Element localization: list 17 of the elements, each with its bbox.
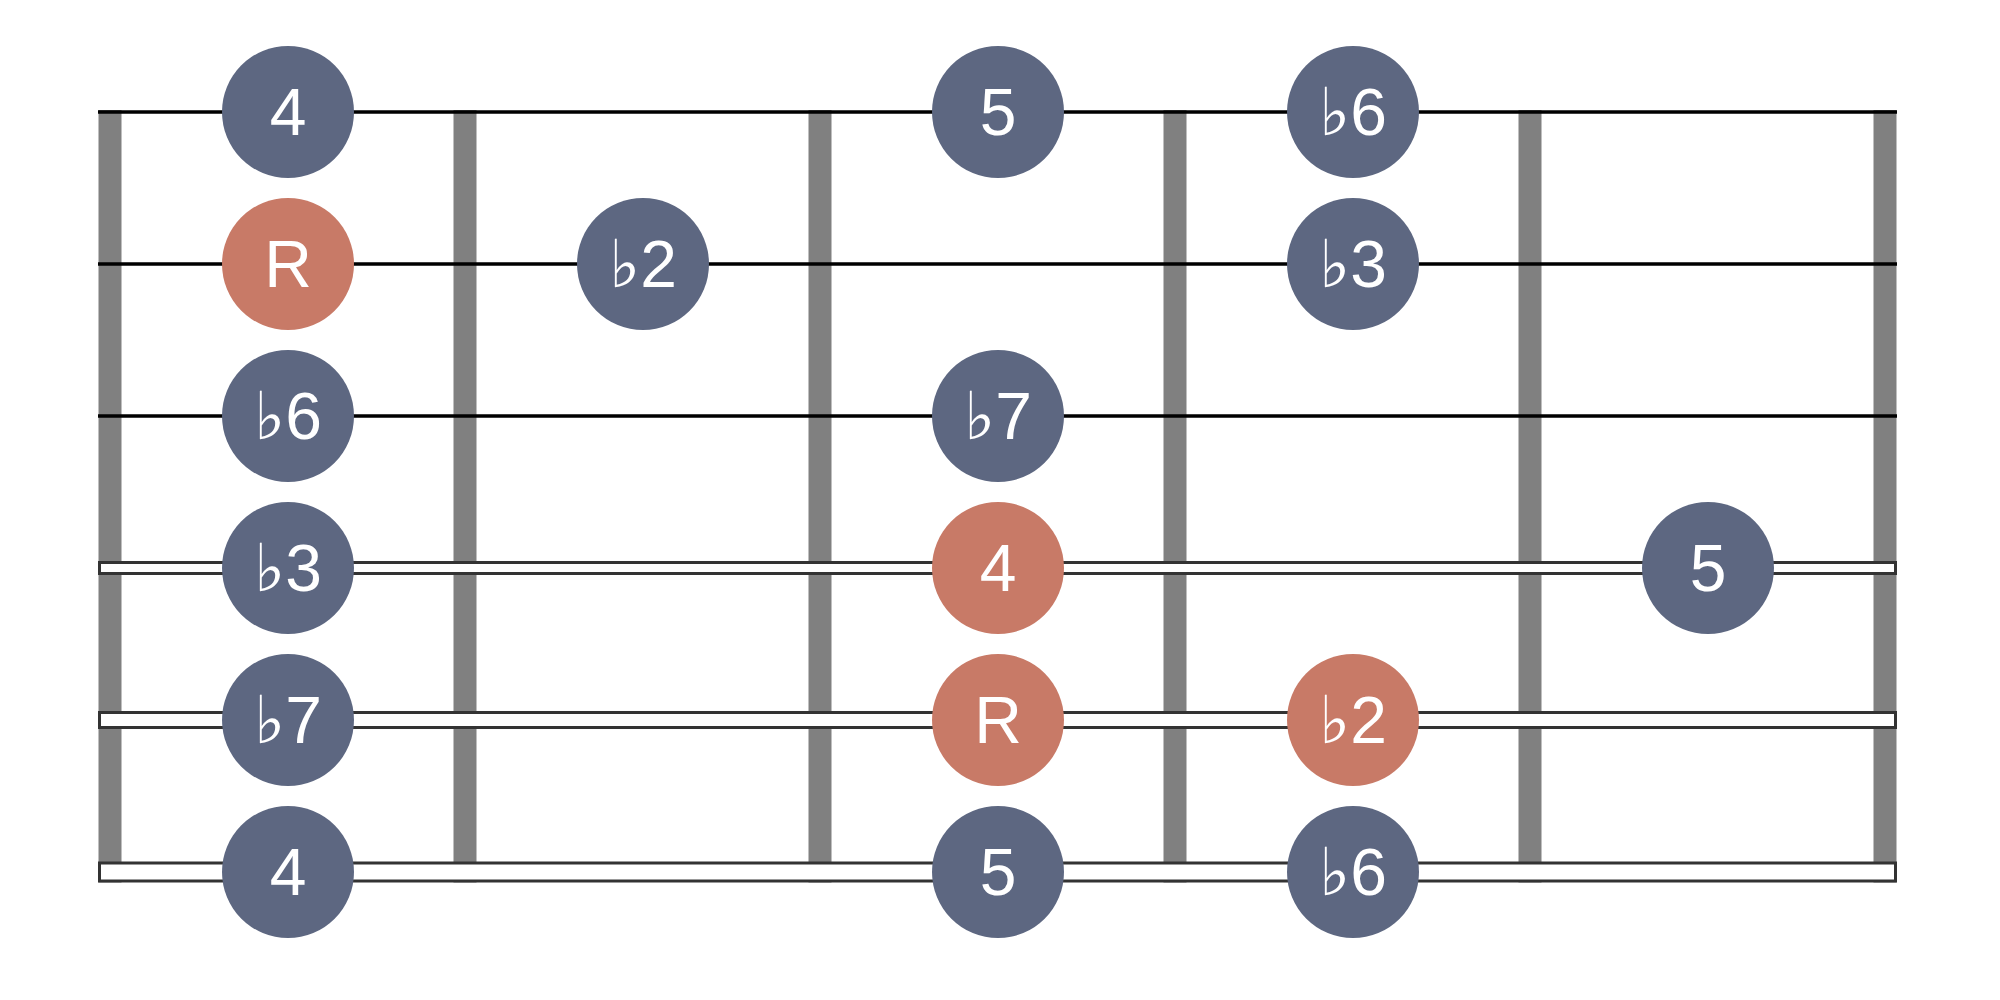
interval-label: R (974, 687, 1022, 753)
interval-label: 4 (269, 79, 307, 145)
interval-label: 5 (979, 839, 1017, 905)
interval-label: 4 (979, 535, 1017, 601)
interval-label: ♭6 (1319, 839, 1387, 905)
interval-label: 4 (269, 839, 307, 905)
interval-label: ♭6 (254, 383, 322, 449)
interval-label: 5 (1689, 535, 1727, 601)
interval-label: ♭6 (1319, 79, 1387, 145)
interval-label: ♭7 (254, 687, 322, 753)
interval-label: ♭2 (1319, 687, 1387, 753)
interval-label: 5 (979, 79, 1017, 145)
interval-label: ♭7 (964, 383, 1032, 449)
interval-label: ♭3 (254, 535, 322, 601)
interval-label: ♭3 (1319, 231, 1387, 297)
interval-label: ♭2 (609, 231, 677, 297)
interval-label: R (264, 231, 312, 297)
